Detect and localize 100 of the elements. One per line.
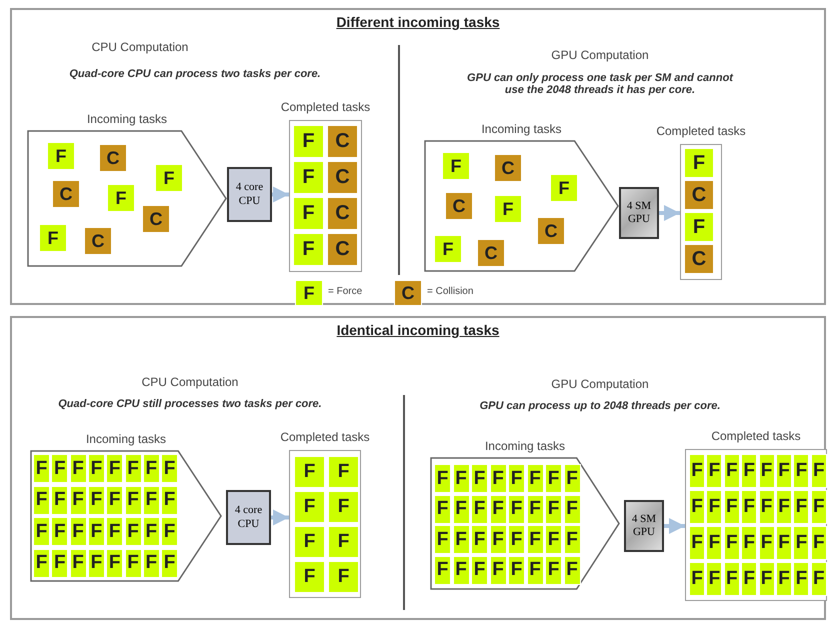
task-tile: F	[526, 525, 544, 554]
processor-box: 4 core CPU	[226, 490, 271, 545]
task-tile: F	[70, 517, 87, 546]
task-tile: C	[142, 205, 170, 233]
task-tile: F	[293, 197, 324, 230]
task-tile: F	[88, 548, 105, 578]
task-tile: F	[88, 454, 105, 483]
section-heading: CPU Computation	[90, 40, 190, 54]
processor-box: 4 SM GPU	[624, 500, 664, 552]
task-tile: F	[434, 235, 462, 263]
task-tile: C	[327, 125, 358, 158]
arrow	[272, 186, 289, 202]
task-tile: F	[51, 548, 68, 578]
task-tile: F	[452, 464, 470, 493]
task-tile: F	[508, 494, 525, 524]
task-tile: F	[490, 556, 506, 584]
task-tile: F	[33, 517, 50, 546]
group-heading: Completed tasks	[279, 430, 371, 444]
task-tile: F	[776, 562, 792, 596]
task-tile: F	[70, 454, 87, 483]
task-tile: F	[51, 517, 68, 546]
task-tile: F	[471, 525, 488, 554]
task-tile: F	[741, 526, 758, 560]
task-tile: F	[724, 490, 740, 524]
task-tile: F	[526, 464, 544, 493]
task-tile: F	[33, 548, 50, 578]
task-tile: C	[327, 161, 358, 194]
section-heading: CPU Computation	[140, 375, 240, 389]
task-tile: F	[106, 517, 124, 546]
task-tile: F	[494, 195, 522, 223]
task-tile: F	[741, 562, 758, 596]
task-tile: F	[758, 454, 775, 488]
task-tile: F	[434, 556, 451, 584]
task-tile: F	[776, 454, 792, 488]
task-tile: F	[293, 125, 324, 158]
task-tile: F	[706, 490, 722, 524]
arrow	[271, 510, 289, 526]
task-tile: F	[124, 486, 142, 514]
arrow	[659, 205, 680, 221]
task-tile: F	[142, 454, 160, 483]
task-tile: F	[328, 561, 359, 593]
task-tile: F	[793, 562, 810, 596]
task-tile: F	[724, 454, 740, 488]
task-tile: F	[142, 548, 160, 578]
task-tile: F	[161, 548, 178, 578]
task-tile: F	[51, 486, 68, 514]
task-tile: F	[47, 142, 75, 170]
task-tile: C	[84, 227, 112, 255]
group-heading: Completed tasks	[710, 429, 802, 443]
task-tile: F	[434, 494, 451, 524]
task-tile: F	[793, 454, 810, 488]
task-tile: F	[70, 486, 87, 514]
task-tile: F	[545, 494, 562, 524]
legend-text: = Collision	[427, 286, 474, 297]
task-tile: F	[452, 556, 470, 584]
task-tile: F	[706, 526, 722, 560]
task-tile: C	[684, 244, 714, 274]
panel	[10, 8, 826, 305]
panel-title: Different incoming tasks	[336, 14, 500, 30]
task-tile: F	[689, 490, 705, 524]
task-tile: F	[508, 525, 525, 554]
task-tile: F	[107, 184, 135, 212]
task-tile: F	[490, 525, 506, 554]
task-tile: F	[741, 454, 758, 488]
task-tile: F	[810, 562, 827, 596]
task-tile: F	[810, 454, 827, 488]
task-tile: F	[545, 525, 562, 554]
task-tile: F	[124, 548, 142, 578]
task-tile: F	[155, 164, 183, 192]
task-tile: F	[526, 556, 544, 584]
task-tile: F	[33, 486, 50, 514]
task-tile: F	[724, 562, 740, 596]
description-text: Quad-core CPU still processes two tasks per core.	[57, 398, 323, 410]
task-tile: F	[550, 174, 578, 202]
group-heading: Incoming tasks	[84, 432, 168, 446]
task-tile: F	[689, 562, 705, 596]
group-heading: Completed tasks	[655, 124, 747, 138]
task-tile: F	[106, 486, 124, 514]
task-tile: C	[494, 154, 522, 182]
task-tile: F	[545, 464, 562, 493]
task-tile: F	[758, 526, 775, 560]
task-tile: F	[564, 556, 580, 584]
task-tile: F	[758, 490, 775, 524]
task-tile: F	[564, 494, 580, 524]
description-text: GPU can process up to 2048 threads per core.	[478, 400, 722, 412]
task-tile: F	[328, 491, 359, 523]
task-tile: F	[684, 212, 714, 242]
task-tile: F	[88, 517, 105, 546]
task-tile: F	[741, 490, 758, 524]
task-tile: C	[394, 280, 422, 306]
task-tile: C	[327, 197, 358, 230]
task-tile: F	[106, 454, 124, 483]
task-tile: F	[508, 556, 525, 584]
processor-box: 4 SM GPU	[619, 187, 659, 239]
task-tile: F	[33, 454, 50, 483]
task-tile: F	[70, 548, 87, 578]
task-tile: F	[471, 556, 488, 584]
arrow	[664, 518, 685, 534]
task-tile: F	[293, 161, 324, 194]
task-tile: F	[434, 525, 451, 554]
